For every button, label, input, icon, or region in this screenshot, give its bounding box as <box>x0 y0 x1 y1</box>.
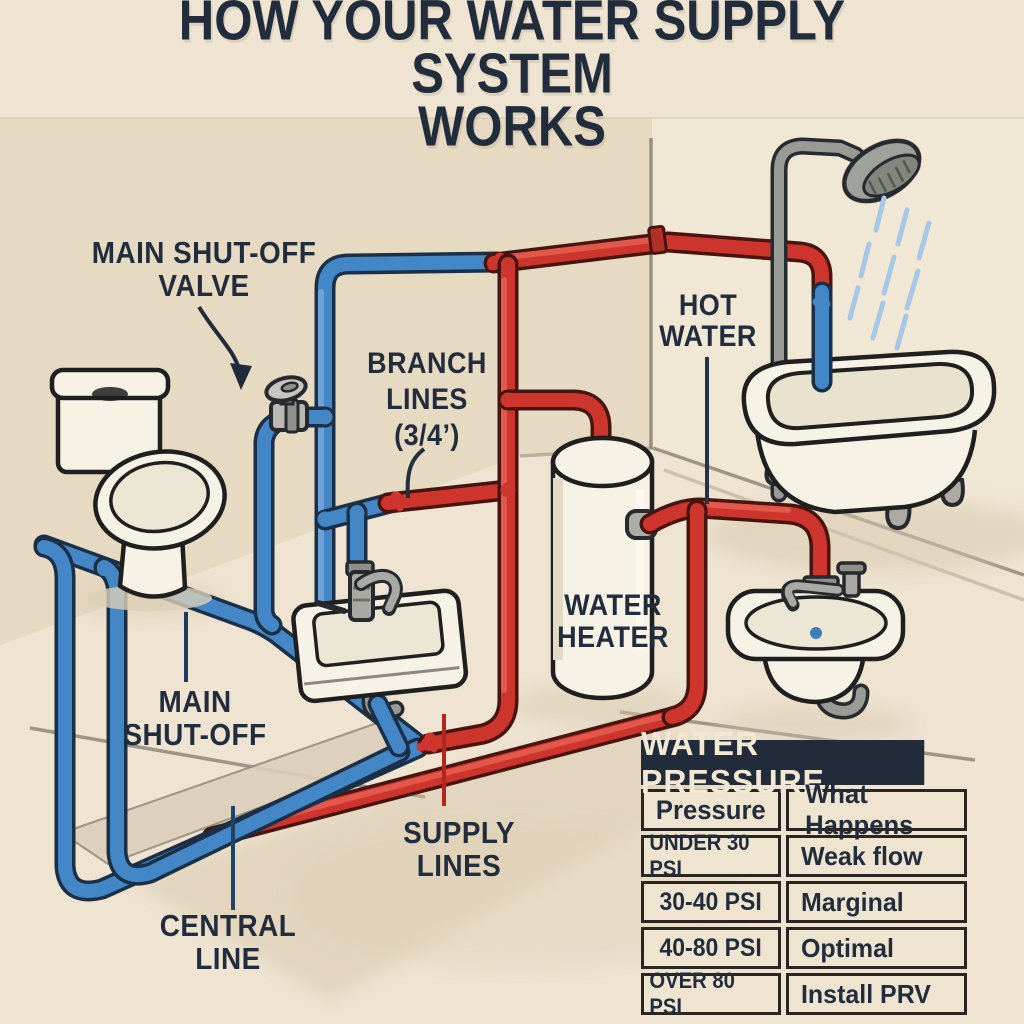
cell-effect: Install PRV <box>786 973 967 1015</box>
hot-top-run-pipe <box>483 224 833 309</box>
water-pressure-table: WATER PRESSURE Pressure What Happens UND… <box>641 725 967 1019</box>
shower-head-icon <box>842 138 922 204</box>
cell-pressure: UNDER 30 PSI <box>641 830 781 881</box>
sink-icon <box>291 560 469 704</box>
table-row: 40-80 PSI Optimal <box>641 927 967 969</box>
label-central-line: CENTRAL LINE <box>159 908 297 976</box>
column-header-what-happens: What Happens <box>786 779 967 840</box>
valve-icon <box>264 375 309 434</box>
label-water-heater: WATER HEATER <box>557 589 669 654</box>
label-main-shut-off-valve: MAIN SHUT-OFF VALVE <box>91 235 317 303</box>
label-leaders <box>184 305 709 910</box>
valve-arrowhead <box>230 363 252 390</box>
table-row: 30-40 PSI Marginal <box>641 881 967 923</box>
table-row: OVER 80 PSI Install PRV <box>641 968 967 1019</box>
label-supply-lines: SUPPLY LINES <box>403 815 515 883</box>
table-header-row: Pressure What Happens <box>641 779 967 840</box>
basin-icon <box>725 561 906 720</box>
table-row: UNDER 30 PSI Weak flow <box>641 830 967 881</box>
water-pressure-table-title: WATER PRESSURE <box>641 725 925 800</box>
water-heater-icon <box>550 435 658 701</box>
floor-shadows <box>75 499 1024 1000</box>
cell-effect: Weak flow <box>786 835 967 877</box>
branch-lines-leader <box>405 447 426 499</box>
shower-spray <box>847 195 932 351</box>
basin-drain-dot <box>810 627 822 639</box>
cell-pressure: 30-40 PSI <box>641 881 781 923</box>
cell-pressure: OVER 80 PSI <box>641 968 781 1019</box>
tub-inlet-pipe-cold <box>811 281 833 393</box>
cell-effect: Marginal <box>786 881 967 923</box>
valve-arrow <box>197 305 241 370</box>
label-branch-lines: BRANCH LINES (3/4’) <box>367 347 487 452</box>
column-header-pressure: Pressure <box>641 789 781 831</box>
label-hot-water: HOT WATER <box>659 289 757 353</box>
hot-vertical-pipe <box>416 253 612 755</box>
shower-icon <box>770 137 932 503</box>
cell-effect: Optimal <box>786 927 967 969</box>
page-title: HOW YOUR WATER SUPPLY SYSTEM WORKS <box>178 0 846 159</box>
bathtub-icon <box>741 349 997 530</box>
cell-pressure: 40-80 PSI <box>641 927 781 969</box>
hot-heater-outlet-pipe <box>639 497 831 728</box>
toilet-icon <box>49 367 227 611</box>
label-main-shut-off: MAIN SHUT-OFF <box>123 684 267 752</box>
main-riser-pipe-cold <box>314 251 508 687</box>
sink-drain-pipe <box>361 663 410 758</box>
